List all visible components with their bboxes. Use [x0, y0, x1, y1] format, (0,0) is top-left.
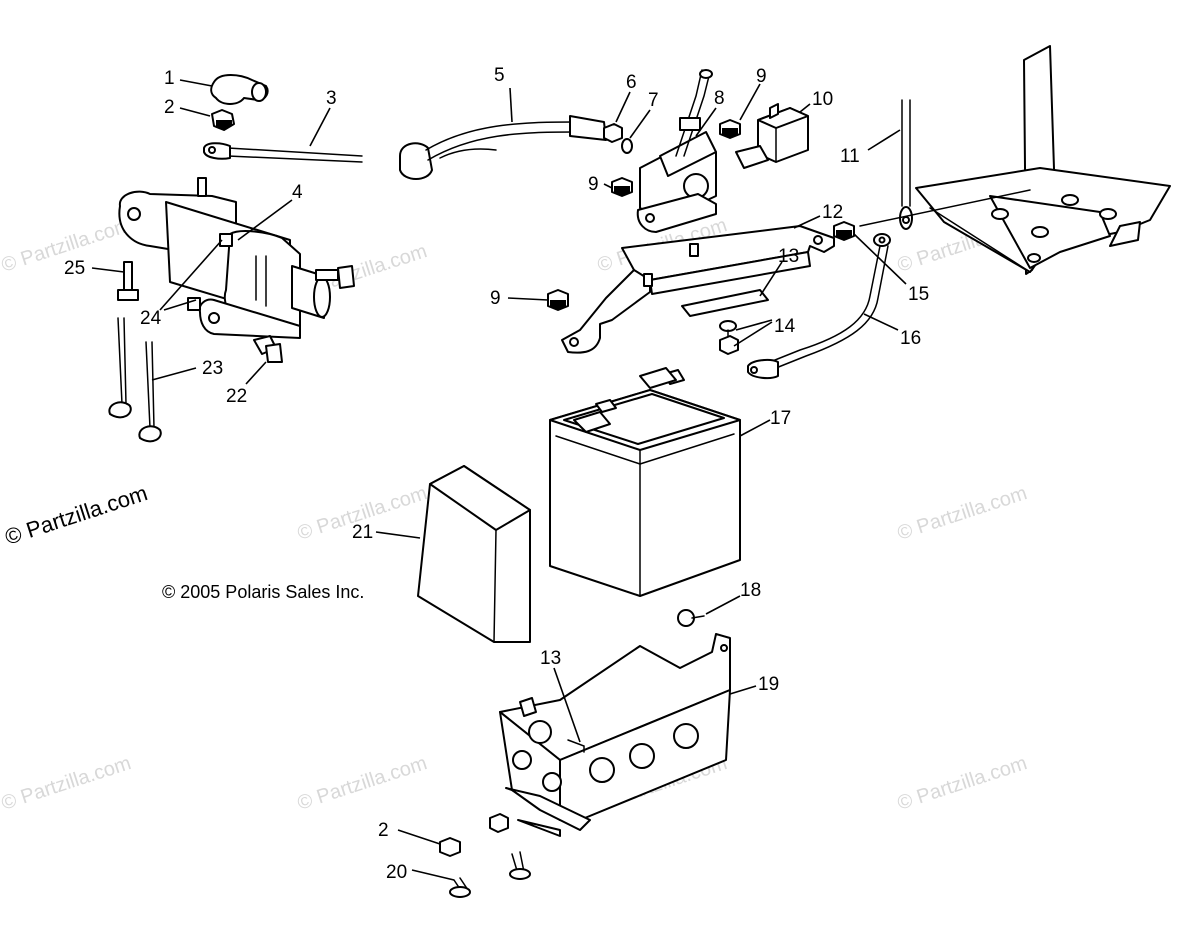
part-7-washer [621, 138, 633, 154]
callout-2-b: 2 [378, 820, 389, 841]
callout-9-c: 9 [490, 288, 501, 309]
leader-lines [91, 79, 907, 881]
part-9-nut [547, 289, 569, 311]
part-nut-tray [489, 813, 509, 833]
callout-19: 19 [758, 674, 779, 695]
callout-1: 1 [164, 68, 175, 89]
callout-20: 20 [386, 862, 407, 883]
callout-22: 22 [226, 386, 247, 407]
callout-10: 10 [812, 89, 833, 110]
callout-3: 3 [326, 88, 337, 109]
part-3-cable [203, 142, 363, 163]
callout-numbers: 1 2 3 4 5 6 7 8 9 10 11 12 13 14 15 16 1… [64, 65, 929, 883]
part-15-nut [833, 221, 855, 241]
part-13-pad [681, 289, 769, 317]
callout-6: 6 [626, 72, 637, 93]
callout-14: 14 [774, 316, 796, 337]
callout-21: 21 [352, 522, 373, 543]
watermark-corner: © Partzilla.com [2, 480, 151, 550]
part-17-battery [549, 367, 741, 597]
callout-16: 16 [900, 328, 921, 349]
callout-8: 8 [714, 88, 725, 109]
callout-12: 12 [822, 202, 843, 223]
part-9-nut [719, 119, 741, 139]
callout-13: 13 [778, 246, 799, 267]
part-18-screw [677, 609, 705, 627]
part-25-bolt [117, 261, 139, 301]
part-19-battery-tray [499, 633, 731, 837]
watermark: © Partzilla.com [0, 752, 134, 815]
part-20-screw [449, 877, 471, 898]
part-2-nut [211, 109, 235, 131]
callout-9-b: 9 [588, 174, 599, 195]
callout-15: 15 [908, 284, 929, 305]
part-2-nut-bottom [439, 837, 461, 857]
part-13-pad-tray [567, 739, 585, 753]
part-20-screw [509, 851, 531, 880]
part-16-battery-cable [747, 233, 891, 380]
callout-7: 7 [648, 90, 659, 111]
part-starter-bolt [315, 265, 355, 289]
callout-11: 11 [840, 146, 860, 167]
callout-9: 9 [756, 66, 767, 87]
part-6-nut [603, 123, 623, 143]
callout-13-b: 13 [540, 648, 561, 669]
watermark: © Partzilla.com [895, 752, 1030, 815]
part-8-solenoid [636, 69, 717, 233]
part-12-bracket [561, 225, 835, 354]
copyright-text: © 2005 Polaris Sales Inc. [162, 582, 364, 602]
callout-25: 25 [64, 258, 85, 279]
part-1-terminal-boot [210, 74, 269, 105]
callout-24: 24 [140, 308, 162, 329]
callout-4: 4 [292, 182, 303, 203]
watermark: © Partzilla.com [895, 482, 1030, 545]
part-14-screw [719, 320, 739, 355]
callout-17: 17 [770, 408, 791, 429]
part-22-bolt [253, 335, 283, 363]
frame [859, 45, 1171, 275]
part-11-ground-strap [899, 99, 913, 230]
watermark: © Partzilla.com [295, 752, 430, 815]
part-9-nut [611, 177, 633, 197]
callout-18: 18 [740, 580, 761, 601]
callout-2: 2 [164, 97, 175, 118]
part-5-starter-cable [399, 115, 607, 180]
part-23-wire-tie [138, 341, 162, 443]
part-23-wire-tie [108, 317, 132, 419]
part-10-relay [735, 103, 809, 169]
callout-5: 5 [494, 65, 505, 86]
callout-23: 23 [202, 358, 223, 379]
part-21-foam-block [417, 465, 531, 643]
